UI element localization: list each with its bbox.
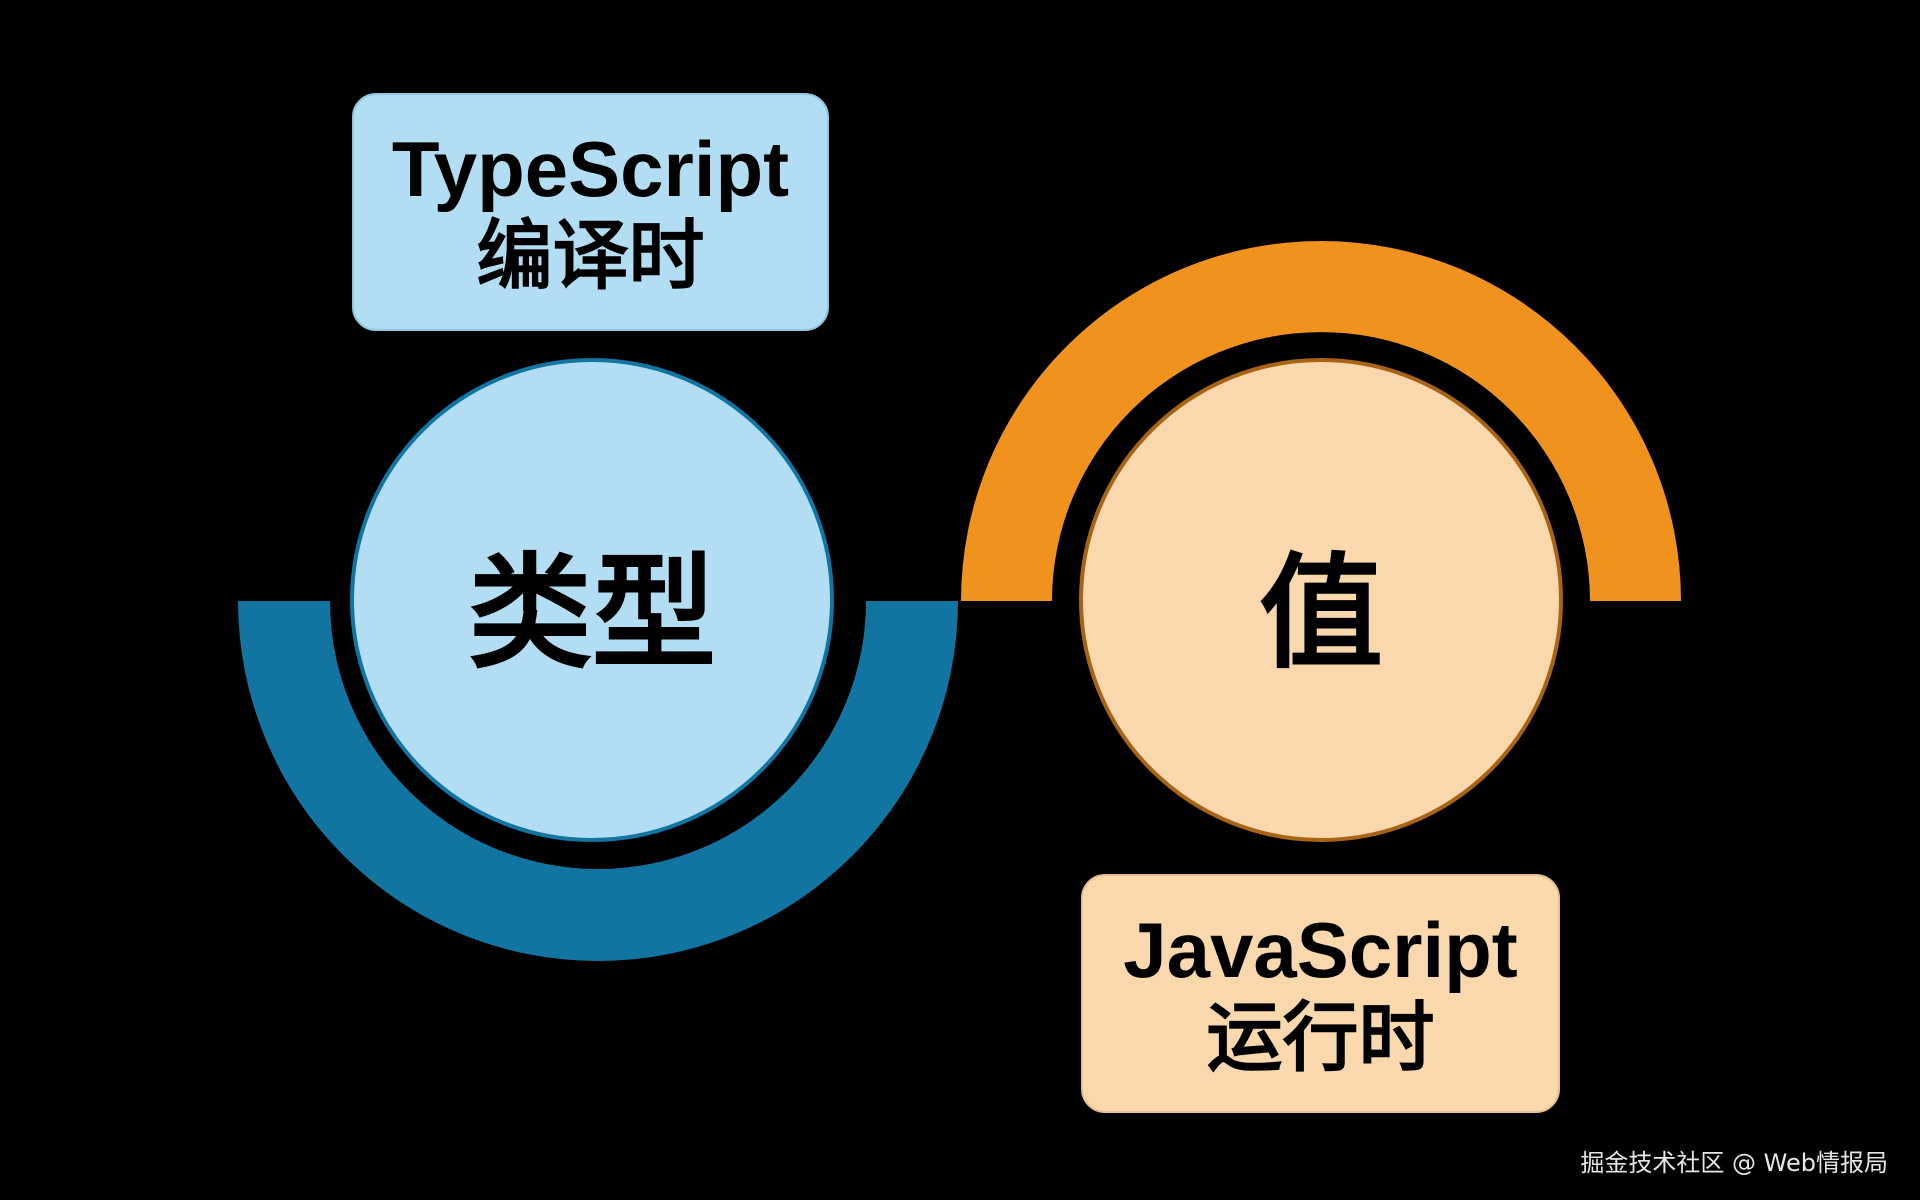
orange-arc — [961, 241, 1681, 601]
value-label: 值 — [1258, 542, 1383, 686]
type-label: 类型 — [467, 542, 716, 686]
value-circle — [1079, 358, 1563, 842]
typescript-label: TypeScript — [391, 124, 790, 213]
watermark: 掘金技术社区 @ Web情报局 — [1580, 1149, 1888, 1177]
javascript-runtime-box: JavaScript 运行时 — [1081, 874, 1560, 1113]
type-circle — [350, 358, 834, 842]
blue-arc — [238, 601, 958, 961]
compile-time-label: 编译时 — [476, 211, 705, 301]
typescript-compile-time-box: TypeScript 编译时 — [352, 93, 829, 331]
javascript-label: JavaScript — [1123, 906, 1518, 995]
runtime-label: 运行时 — [1206, 992, 1435, 1082]
